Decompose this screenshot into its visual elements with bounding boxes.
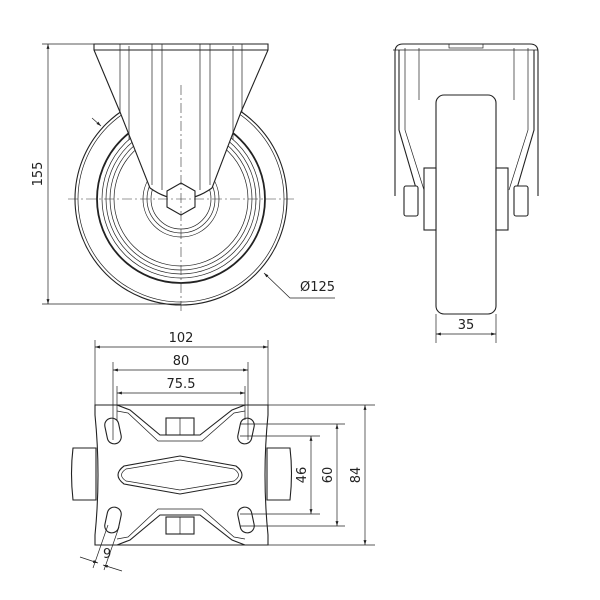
- dim-wheel-diameter: Ø125: [263, 272, 335, 299]
- mounting-slots: [104, 417, 255, 534]
- dim-hole-outer-y: 60: [321, 467, 336, 484]
- dim-slot-width: 9: [103, 547, 111, 562]
- dim-hole-inner-x: 75.5: [167, 377, 196, 392]
- svg-text:35: 35: [458, 318, 475, 333]
- dim-hole-inner-y: 46: [295, 467, 310, 484]
- svg-text:155: 155: [31, 162, 46, 187]
- dim-overall-height: 155: [31, 43, 181, 305]
- dim-hole-outer-x: 80: [173, 354, 190, 369]
- front-view: [68, 43, 295, 312]
- dim-plate-length: 84: [349, 467, 364, 484]
- svg-text:Ø125: Ø125: [300, 280, 335, 295]
- dim-wheel-width: 35: [435, 314, 497, 343]
- bottom-view: [70, 404, 293, 546]
- dim-plate-width: 102: [169, 331, 194, 346]
- bottom-dimensions: 102 80 75.5 84 60 46 9: [79, 331, 375, 572]
- side-nut-right: [513, 185, 529, 217]
- side-nut-left: [403, 185, 419, 217]
- side-view: [393, 43, 539, 315]
